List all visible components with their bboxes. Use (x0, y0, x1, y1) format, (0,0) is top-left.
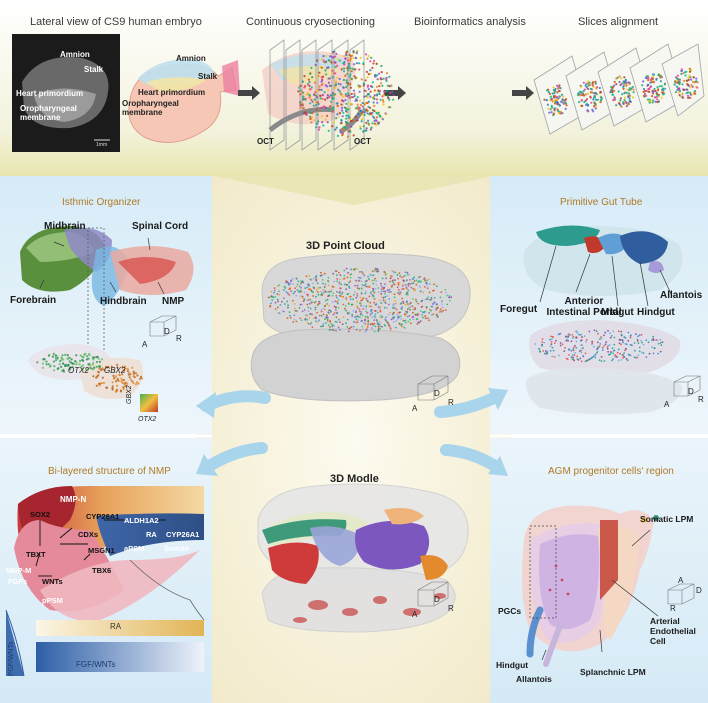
axis-r-agm: R (670, 604, 676, 613)
axis-r-model: R (448, 604, 454, 613)
photo-scale-label: 1mm (96, 142, 108, 148)
gut-dots (534, 329, 664, 363)
step-label-lateral-view: Lateral view of CS9 human embryo (30, 16, 202, 28)
nmp-label-nmp-n: NMP-N (60, 495, 87, 504)
axis-a-model: A (412, 610, 418, 619)
nmp-label-somite: Somite (164, 544, 190, 553)
axis-d-gut: D (688, 387, 694, 396)
axis-d-model: D (434, 595, 440, 604)
point-cloud-title: 3D Point Cloud (306, 240, 385, 252)
axis-a-cloud: A (412, 404, 418, 413)
legend-gbx2: GBX2 (126, 385, 133, 404)
nmp-label-ppsm: pPSM (42, 596, 63, 605)
gut-title: Primitive Gut Tube (560, 197, 643, 208)
nmp-label-wnts: WNTs (42, 577, 63, 586)
gut-label-foregut: Foregut (500, 304, 538, 315)
nmp-label-apsm: aPSM (124, 544, 145, 553)
axis-d-isthmic: D (164, 327, 170, 336)
agm-label-pgcs: PGCs (498, 606, 522, 616)
nmp-label-tbx6: TBX6 (92, 566, 112, 575)
step-label-bioinformatics: Bioinformatics analysis (414, 16, 526, 28)
nmp-label-ra: RA (146, 530, 157, 539)
isthmic-title: Isthmic Organizer (62, 197, 141, 208)
legend-otx2: OTX2 (138, 416, 157, 423)
photo-label-stalk: Stalk (84, 65, 104, 74)
cartoon-label-heart: Heart primordium (138, 88, 206, 97)
axis-a-gut: A (664, 400, 670, 409)
nmp-label-cyp26a1: CYP26A1 (86, 512, 120, 521)
cartoon-label-amnion: Amnion (176, 54, 206, 63)
nmp-label-fgfs: FGFs (8, 577, 28, 586)
agm-label-arterial: Arterial Endothelial Cell (650, 616, 696, 646)
axis-a-agm: A (678, 576, 684, 585)
oct-right-label: OCT (354, 137, 371, 146)
isthmic-dots (36, 352, 144, 393)
isthmic-label-midbrain: Midbrain (44, 221, 86, 232)
axis-r-gut: R (698, 395, 704, 404)
agm-title: AGM progenitor cells' region (548, 466, 674, 477)
nmp-label-aldh1a2: ALDH1A2 (124, 516, 159, 525)
agm-label-splanchnic-lpm: Splanchnic LPM (580, 667, 646, 677)
gut-label-hindgut: Hindgut (637, 307, 675, 318)
cartoon-label-stalk: Stalk (198, 72, 218, 81)
axis-r-cloud: R (448, 398, 454, 407)
step-label-slices-alignment: Slices alignment (578, 16, 659, 28)
isthmic-label-otx2: OTX2 (68, 366, 89, 375)
nmp-label-sox2: SOX2 (30, 510, 51, 519)
photo-label-amnion: Amnion (60, 50, 90, 59)
photo-label-oropharyngeal: Oropharyngeal membrane (20, 104, 77, 122)
gradient-label-ra: RA (110, 622, 122, 631)
axis-r-isthmic: R (176, 334, 182, 343)
isthmic-label-spinal-cord: Spinal Cord (132, 221, 189, 232)
nmp-label-msgn1: MSGN1 (88, 546, 115, 555)
nmp-label-tbxt: TBXT (26, 550, 46, 559)
axis-a-isthmic: A (142, 340, 148, 349)
point-cloud (267, 267, 453, 333)
nmp-title: Bi-layered structure of NMP (48, 466, 171, 477)
nmp-label-nmp-m: NMP-M (6, 566, 32, 575)
isthmic-label-forebrain: Forebrain (10, 295, 57, 306)
slice-dots (543, 67, 699, 117)
nmp-label-cyp26a1-b: CYP26A1 (166, 530, 200, 539)
gut-label-aip: Anterior Intestinal Portal (546, 296, 622, 318)
axis-d-agm: D (696, 586, 702, 595)
gradient-label-fgf-bottom: FGF/WNTs (76, 660, 116, 669)
agm-label-somatic-lpm: Somatic LPM (640, 514, 694, 524)
step-label-cryosectioning: Continuous cryosectioning (246, 16, 376, 28)
oct-left-label: OCT (257, 137, 274, 146)
nmp-label-cdxs: CDXs (78, 530, 99, 539)
isthmic-label-gbx2: GBX2 (104, 366, 126, 375)
isthmic-label-nmp: NMP (162, 296, 185, 307)
agm-label-hindgut: Hindgut (496, 660, 529, 670)
agm-label-allantois: Allantois (516, 674, 552, 684)
axis-d-cloud: D (434, 389, 440, 398)
isthmic-label-hindbrain: Hindbrain (100, 296, 147, 307)
cartoon-label-oropharyngeal: Oropharyngeal membrane (122, 99, 179, 117)
gradient-label-fgf-side: FGF/WNTs (8, 641, 15, 676)
gut-label-midgut: Midgut (601, 307, 634, 318)
model-title: 3D Modle (330, 473, 379, 485)
photo-label-heart: Heart primordium (16, 89, 84, 98)
bioinformatics-cloud (297, 50, 395, 138)
gut-label-allantois: Allantois (660, 290, 703, 301)
